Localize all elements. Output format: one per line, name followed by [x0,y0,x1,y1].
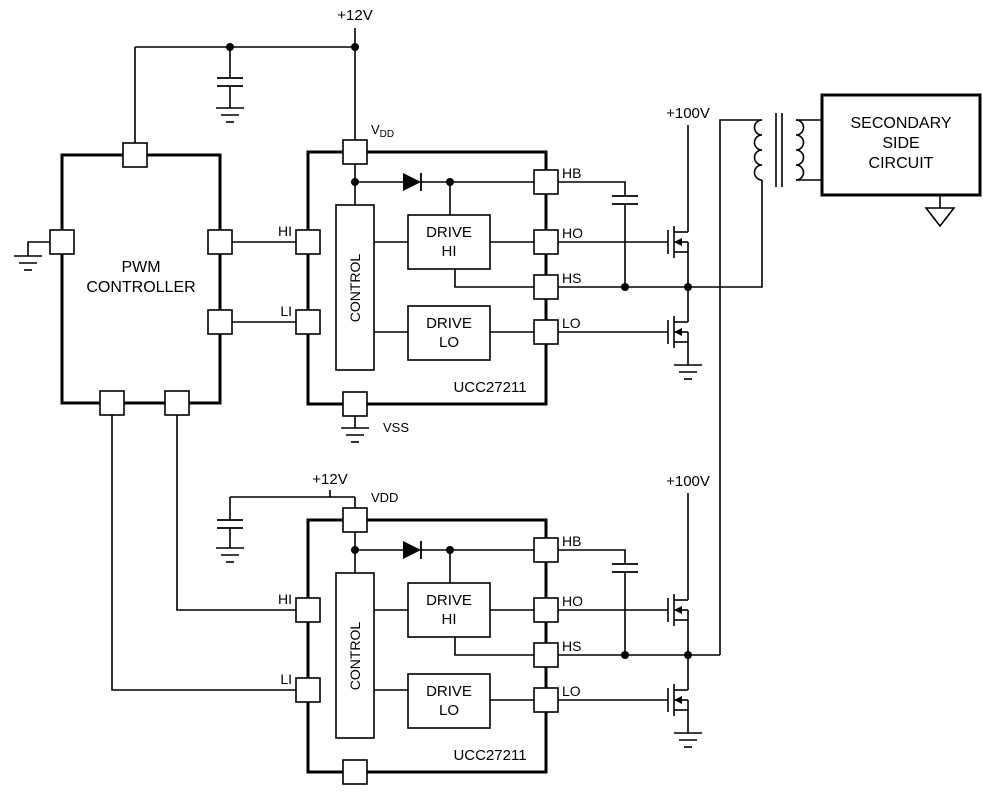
driver1-vss-label: VSS [383,420,409,435]
pin-driver2-vss [342,759,368,785]
driver1-pin-hs-label: HS [562,270,581,286]
mosfet-low-side-1-symbol [667,315,689,349]
driver1-control-label: CONTROL [347,254,363,323]
pin-driver2-lo [533,687,559,713]
pin-driver1-ho [533,229,559,255]
ground-symbol-bridge2 [673,732,703,748]
supply-100v-label-top: +100V [666,105,710,122]
driver2-drive-hi-line2: HI [442,611,457,628]
pin-pwm-li1 [207,309,233,335]
driver2-drive-lo-line2: LO [439,702,459,719]
wires-top-section [27,28,763,655]
driver2-drive-lo-box [407,673,491,729]
driver2-pin-li-label: LI [280,671,292,687]
driver2-pin-ho-label: HO [562,593,583,609]
ground-symbol-cap1 [215,107,245,123]
driver1-drive-hi-line2: HI [442,243,457,260]
driver2-pin-hi-label: HI [278,591,292,607]
secondary-side-circuit-block [820,93,982,197]
driver1-drive-lo-line1: DRIVE [426,315,472,332]
pin-driver2-ho [533,597,559,623]
driver1-pin-hb-label: HB [562,165,581,181]
pin-driver2-hs [533,642,559,668]
supply-12v-label-top: +12V [337,7,372,24]
driver1-pin-li-label: LI [280,303,292,319]
secondary-ground-symbol [924,195,956,228]
mosfet-high-side-1-symbol [667,225,689,259]
ground-symbol-vss1 [340,427,370,443]
bootstrap-capacitor-1-symbol [611,195,639,205]
driver2-control-box [335,572,375,739]
ground-symbol-pwm [13,255,43,271]
mosfet-low-side-2-symbol [667,683,689,717]
driver2-drive-hi-line1: DRIVE [426,592,472,609]
pin-pwm-gnd [49,229,75,255]
pin-driver2-li [295,677,321,703]
supply-100v-label-bottom: +100V [666,473,710,490]
pwm-title-line1: PWM [121,259,160,276]
bootstrap-capacitor-2-symbol [611,563,639,573]
pin-driver2-hb [533,537,559,563]
decoupling-capacitor-1-symbol [216,77,244,87]
driver2-pin-hb-label: HB [562,533,581,549]
secondary-label-line3: CIRCUIT [869,155,934,172]
driver1-pin-ho-label: HO [562,225,583,241]
pin-pwm-hi2-out [164,390,190,416]
secondary-label-line2: SIDE [882,135,919,152]
junction-dots [226,43,692,659]
pin-pwm-hi1 [207,229,233,255]
pin-driver2-vdd [342,507,368,533]
pin-pwm-vdd [122,142,148,168]
pin-driver1-li [295,309,321,335]
driver1-drive-hi-line1: DRIVE [426,224,472,241]
driver1-pin-hi-label: HI [278,223,292,239]
driver2-pin-lo-label: LO [562,683,581,699]
pin-driver1-hb [533,169,559,195]
pin-driver1-hs [533,274,559,300]
pin-pwm-li2-out [99,390,125,416]
driver1-part-label: UCC27211 [453,379,526,396]
driver2-control-label: CONTROL [347,622,363,691]
pin-driver1-vdd [342,139,368,165]
pwm-title-line2: CONTROLLER [86,279,195,296]
pin-driver1-vss [342,391,368,417]
driver2-drive-lo-line1: DRIVE [426,683,472,700]
pin-driver1-hi [295,229,321,255]
driver2-vdd-label: VDD [371,490,398,505]
driver1-control-box [335,204,375,371]
transformer-symbol [753,113,822,187]
supply-12v-label-bottom: +12V [312,471,347,488]
driver2-part-label: UCC27211 [453,747,526,764]
mosfet-high-side-2-symbol [667,593,689,627]
ground-symbol-bridge1 [673,364,703,380]
driver1-drive-lo-line2: LO [439,334,459,351]
pin-driver1-lo [533,319,559,345]
driver1-drive-lo-box [407,305,491,361]
driver2-pin-hs-label: HS [562,638,581,654]
pin-driver2-hi [295,597,321,623]
driver1-pin-lo-label: LO [562,315,581,331]
secondary-label-line1: SECONDARY [850,115,951,132]
pwm-controller-block [60,153,222,405]
driver1-vdd-label: VDD [371,122,394,140]
ground-symbol-cap2 [215,547,245,563]
decoupling-capacitor-2-symbol [216,519,244,529]
